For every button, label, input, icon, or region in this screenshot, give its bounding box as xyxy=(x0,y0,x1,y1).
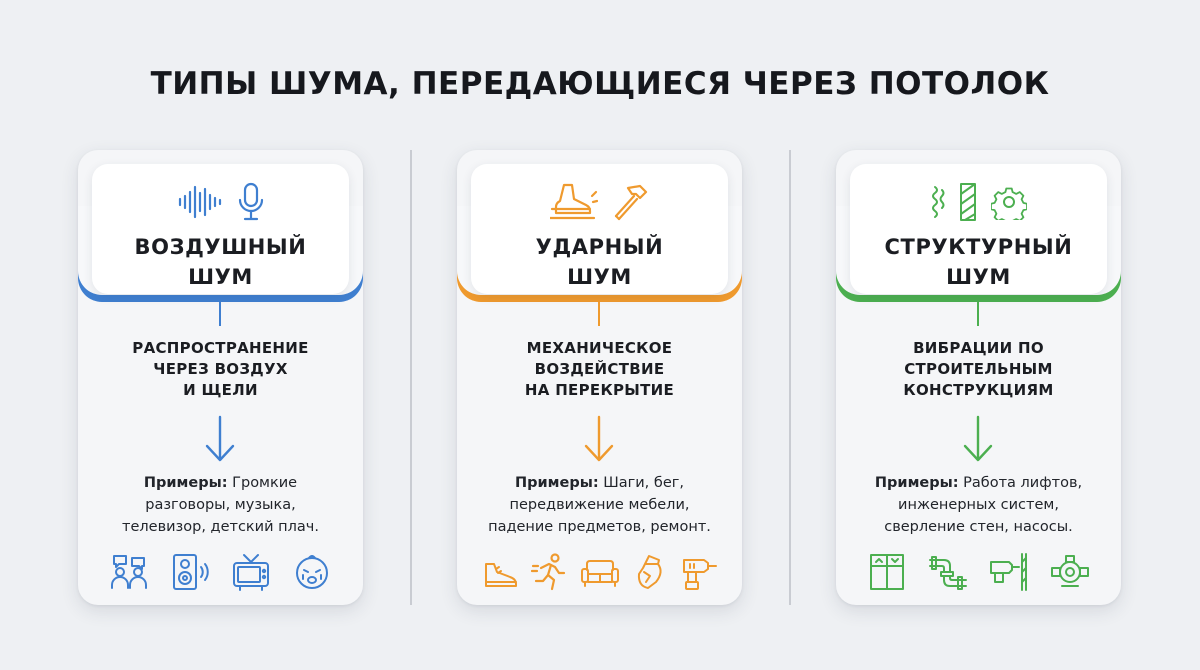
card-description: МЕХАНИЧЕСКОЕ ВОЗДЕЙСТВИЕ НА ПЕРЕКРЫТИЕ xyxy=(524,339,675,399)
sofa-icon xyxy=(580,560,619,587)
sound-wave-icon xyxy=(178,185,221,219)
card-title: СТРУКТУРНЫЙ ШУМ xyxy=(884,235,1073,289)
card-header: УДАРНЫЙ ШУМ xyxy=(471,164,728,294)
divider-right xyxy=(789,150,791,605)
page-title: ТИПЫ ШУМА, ПЕРЕДАЮЩИЕСЯ ЧЕРЕЗ ПОТОЛОК xyxy=(150,66,1050,102)
arrow-down-icon xyxy=(205,415,235,462)
hammer-icon xyxy=(614,184,647,221)
drill-icon xyxy=(682,559,717,590)
connector-line xyxy=(977,302,979,326)
vibration-icon xyxy=(931,186,944,218)
card-impact-noise: УДАРНЫЙ ШУМ МЕХАНИЧЕСКОЕ ВОЗДЕЙСТВИЕ НА … xyxy=(457,150,742,605)
header-icons xyxy=(471,178,728,226)
example-icons xyxy=(477,550,722,594)
card-examples: Примеры: Работа лифтов, инженерных систе… xyxy=(874,475,1083,535)
card-header: ВОЗДУШНЫЙ ШУМ xyxy=(92,164,349,294)
card-structural-noise: СТРУКТУРНЫЙ ШУМ ВИБРАЦИИ ПО СТРОИТЕЛЬНЫМ… xyxy=(836,150,1121,605)
falling-vase-icon xyxy=(637,555,662,589)
wall-drill-icon xyxy=(990,553,1028,591)
card-title: ВОЗДУШНЫЙ ШУМ xyxy=(134,235,307,289)
gear-icon xyxy=(990,187,1027,220)
card-examples: Примеры: Шаги, бег, передвижение мебели,… xyxy=(488,475,711,535)
crying-baby-icon xyxy=(296,555,329,589)
card-title: УДАРНЫЙ ШУМ xyxy=(535,235,664,289)
microphone-icon xyxy=(238,182,263,221)
connector-line xyxy=(219,302,221,326)
shoe-step-icon xyxy=(549,183,598,220)
people-talking-icon xyxy=(110,555,147,589)
header-icons xyxy=(850,178,1107,226)
divider-left xyxy=(410,150,412,605)
arrow-down-icon xyxy=(963,415,993,462)
running-person-icon xyxy=(530,553,565,591)
connector-line xyxy=(598,302,600,326)
pump-icon xyxy=(1051,555,1090,587)
tv-icon xyxy=(233,554,270,591)
card-description: ВИБРАЦИИ ПО СТРОИТЕЛЬНЫМ КОНСТРУКЦИЯМ xyxy=(903,339,1054,399)
example-icons xyxy=(98,550,343,594)
header-icons xyxy=(92,178,349,226)
elevator-icon xyxy=(869,554,904,590)
arrow-down-icon xyxy=(584,415,614,462)
pipes-icon xyxy=(928,556,967,590)
card-examples: Примеры: Громкие разговоры, музыка, теле… xyxy=(122,475,319,535)
card-header: СТРУКТУРНЫЙ ШУМ xyxy=(850,164,1107,294)
wall-icon xyxy=(959,183,976,221)
card-description: РАСПРОСТРАНЕНИЕ ЧЕРЕЗ ВОЗДУХ И ЩЕЛИ xyxy=(132,339,309,399)
shoe-icon xyxy=(484,563,517,587)
example-icons xyxy=(856,550,1101,594)
card-airborne-noise: ВОЗДУШНЫЙ ШУМ РАСПРОСТРАНЕНИЕ ЧЕРЕЗ ВОЗД… xyxy=(78,150,363,605)
speaker-icon xyxy=(172,554,209,590)
